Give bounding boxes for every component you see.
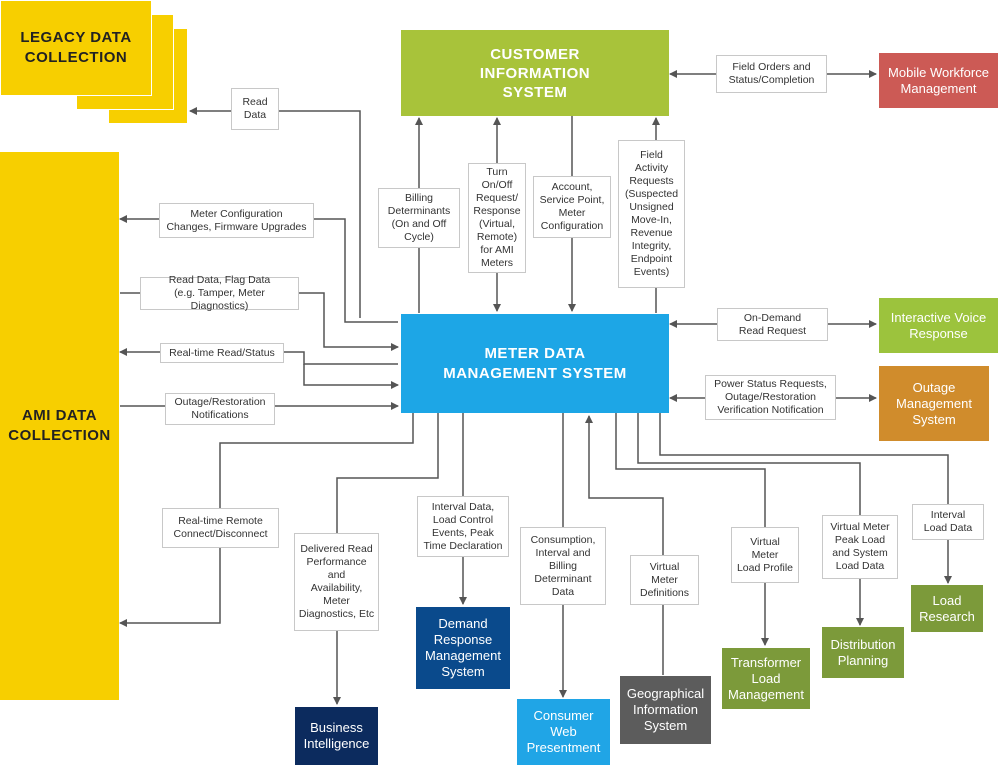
distribution-planning: Distribution Planning [822,627,904,678]
label-consumption-interval: Consumption, Interval and Billing Determ… [520,527,606,605]
mobile-workforce-management: Mobile Workforce Management [879,53,998,108]
label-virtual-meter-definitions: Virtual Meter Definitions [630,555,699,605]
label-on-demand-read: On-Demand Read Request [717,308,828,341]
label-account-service-point: Account, Service Point, Meter Configurat… [533,176,611,238]
label-read-flag-data: Read Data, Flag Data (e.g. Tamper, Meter… [140,274,299,312]
transformer-load-management: Transformer Load Management [722,648,810,709]
label-power-status: Power Status Requests, Outage/Restoratio… [705,375,836,420]
business-intelligence: Business Intelligence [295,707,378,765]
label-realtime-read-status: Real-time Read/Status [160,343,284,363]
label-interval-load-control: Interval Data, Load Control Events, Peak… [417,496,509,557]
connector-realtime-remote [119,413,414,627]
load-research: Load Research [911,585,983,632]
ami-data-collection: AMI DATA COLLECTION [0,152,119,700]
label-virtual-meter-load-profile: Virtual Meter Load Profile [731,527,799,583]
label-field-activity: Field Activity Requests (Suspected Unsig… [618,140,685,288]
outage-management-system: Outage Management System [879,366,989,441]
label-field-orders: Field Orders and Status/Completion [716,55,827,93]
demand-response-management-system: Demand Response Management System [416,607,510,689]
label-meter-configuration: Meter Configuration Changes, Firmware Up… [159,203,314,238]
interactive-voice-response: Interactive Voice Response [879,298,998,353]
legacy-data-collection: LEGACY DATA COLLECTION [0,0,152,96]
meter-data-management-system: METER DATA MANAGEMENT SYSTEM [401,314,669,413]
label-read-data: Read Data [231,88,279,130]
label-billing-determinants: Billing Determinants (On and Off Cycle) [378,188,460,248]
connector-realtime-status-2 [303,364,399,389]
label-turn-onoff: Turn On/Off Request/ Response (Virtual, … [468,163,526,273]
label-outage-restoration: Outage/Restoration Notifications [165,393,275,425]
label-virtual-meter-peak: Virtual Meter Peak Load and System Load … [822,515,898,579]
label-delivered-read: Delivered Read Performance and Availabil… [294,533,379,631]
customer-information-system: CUSTOMER INFORMATION SYSTEM [401,30,669,116]
consumer-web-presentment: Consumer Web Presentment [517,699,610,765]
geographical-information-system: Geographical Information System [620,676,711,744]
label-interval-load-data: Interval Load Data [912,504,984,540]
label-realtime-remote: Real-time Remote Connect/Disconnect [162,508,279,548]
